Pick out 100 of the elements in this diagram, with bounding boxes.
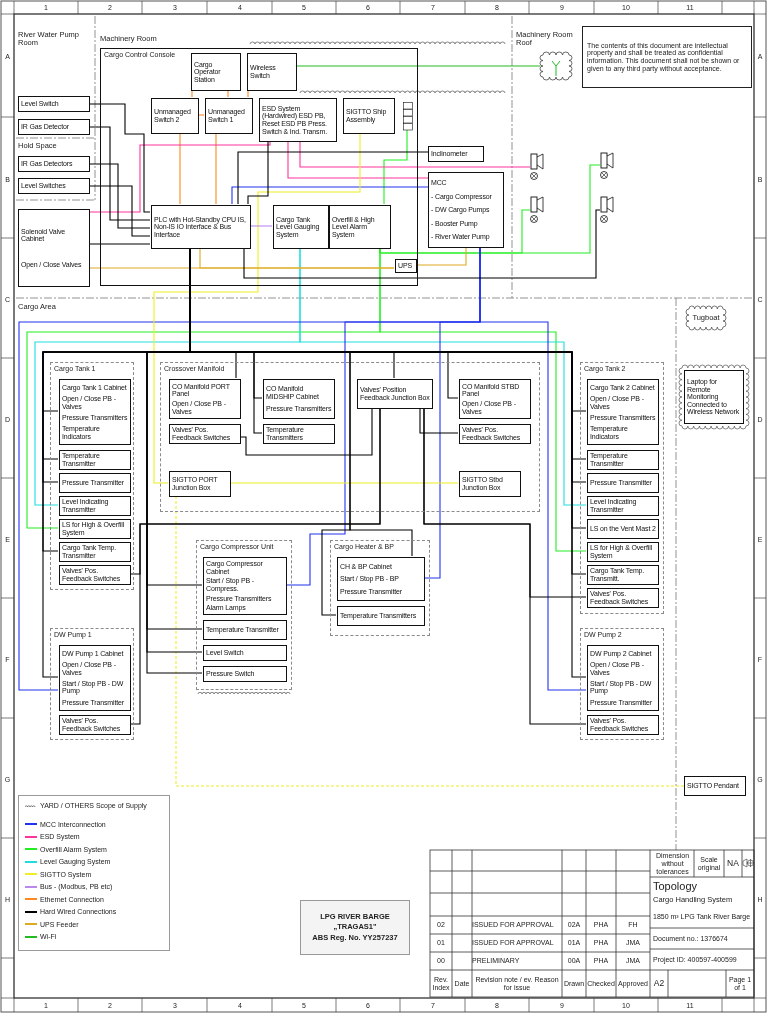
equipment-box xyxy=(587,519,659,539)
equipment-box xyxy=(59,645,131,711)
equipment-box xyxy=(18,178,90,194)
title-block-text: A2 xyxy=(652,976,666,990)
connection-line xyxy=(197,114,205,116)
dashed-group-frame xyxy=(330,540,430,636)
dashed-group-frame xyxy=(50,628,134,740)
indicator-panel-icon xyxy=(403,102,413,131)
equipment-box xyxy=(587,588,659,608)
equipment-box xyxy=(357,379,433,409)
connection-line xyxy=(227,89,229,98)
equipment-box xyxy=(395,259,417,273)
equipment-box xyxy=(59,519,131,539)
connection-line xyxy=(239,407,373,456)
equipment-box xyxy=(203,666,287,682)
dashed-group-frame xyxy=(160,362,540,512)
alarm-beacon-icon xyxy=(530,153,544,183)
alarm-beacon-icon xyxy=(600,152,614,182)
connection-line xyxy=(191,89,193,98)
equipment-box xyxy=(59,496,131,516)
equipment-box xyxy=(263,379,335,419)
equipment-box xyxy=(459,424,531,444)
equipment-box xyxy=(18,119,90,135)
connection-line xyxy=(379,247,587,552)
drawing-title: Topology xyxy=(653,879,699,894)
equipment-box xyxy=(18,96,90,112)
equipment-box xyxy=(343,98,395,134)
connection-line xyxy=(129,407,381,725)
equipment-box xyxy=(203,645,287,661)
alarm-beacon-icon xyxy=(600,196,614,226)
connection-line xyxy=(89,163,151,229)
equipment-box xyxy=(203,620,287,640)
equipment-box xyxy=(59,715,131,735)
connection-line xyxy=(199,247,395,269)
connection-line xyxy=(175,495,685,787)
connection-line xyxy=(299,140,531,168)
dashed-group-frame xyxy=(580,362,664,614)
equipment-box xyxy=(191,53,241,91)
connection-line xyxy=(419,407,459,434)
equipment-box xyxy=(329,205,391,249)
connection-line xyxy=(295,65,541,67)
equipment-box xyxy=(59,450,131,470)
console-frame xyxy=(100,48,418,286)
dashed-group-frame xyxy=(196,540,292,690)
connection-line xyxy=(479,247,587,691)
equipment-box xyxy=(263,424,335,444)
connection-line xyxy=(287,140,429,179)
connection-line xyxy=(247,89,249,98)
equipment-box xyxy=(169,471,231,497)
equipment-box xyxy=(684,370,744,424)
equipment-box xyxy=(169,379,241,419)
connection-line xyxy=(179,132,181,205)
connection-line xyxy=(89,126,151,221)
connection-line xyxy=(89,185,151,237)
connection-line xyxy=(423,407,587,725)
dashed-group-frame xyxy=(50,362,134,590)
connection-line xyxy=(89,140,271,213)
dashed-group-frame xyxy=(580,628,664,740)
equipment-box xyxy=(59,542,131,562)
equipment-box xyxy=(59,473,131,493)
connection-line xyxy=(379,209,531,254)
connection-line xyxy=(231,186,429,205)
vessel-note-box xyxy=(300,900,410,955)
equipment-box xyxy=(587,565,659,585)
equipment-box xyxy=(587,496,659,516)
cloud-shape xyxy=(686,306,726,330)
connection-line xyxy=(247,140,269,205)
equipment-box xyxy=(459,471,521,497)
connection-line xyxy=(243,209,601,279)
equipment-box xyxy=(428,146,484,162)
equipment-box xyxy=(587,645,659,711)
equipment-box xyxy=(18,156,90,172)
equipment-box xyxy=(587,542,659,562)
equipment-box xyxy=(203,557,287,615)
connection-line xyxy=(89,103,151,213)
equipment-box xyxy=(459,379,531,419)
equipment-box xyxy=(151,205,251,249)
equipment-box xyxy=(684,776,746,796)
equipment-box xyxy=(18,209,90,287)
antenna-cloud-icon xyxy=(540,52,572,80)
equipment-box xyxy=(259,98,337,142)
equipment-box xyxy=(428,172,504,248)
equipment-box xyxy=(273,205,329,249)
connection-line xyxy=(215,132,217,205)
alarm-beacon-icon xyxy=(530,196,544,226)
connection-line xyxy=(89,243,151,245)
connection-line xyxy=(249,225,273,227)
equipment-box xyxy=(587,715,659,735)
connection-line xyxy=(383,129,408,205)
equipment-box xyxy=(587,473,659,493)
equipment-box xyxy=(247,53,297,91)
equipment-box xyxy=(587,379,659,445)
equipment-box xyxy=(587,450,659,470)
equipment-box xyxy=(169,424,241,444)
connection-line xyxy=(153,132,361,484)
connection-line xyxy=(415,247,467,266)
connection-line xyxy=(237,151,429,205)
title-block-text: NA xyxy=(726,857,740,871)
equipment-box xyxy=(59,379,131,445)
connection-line xyxy=(299,247,587,506)
